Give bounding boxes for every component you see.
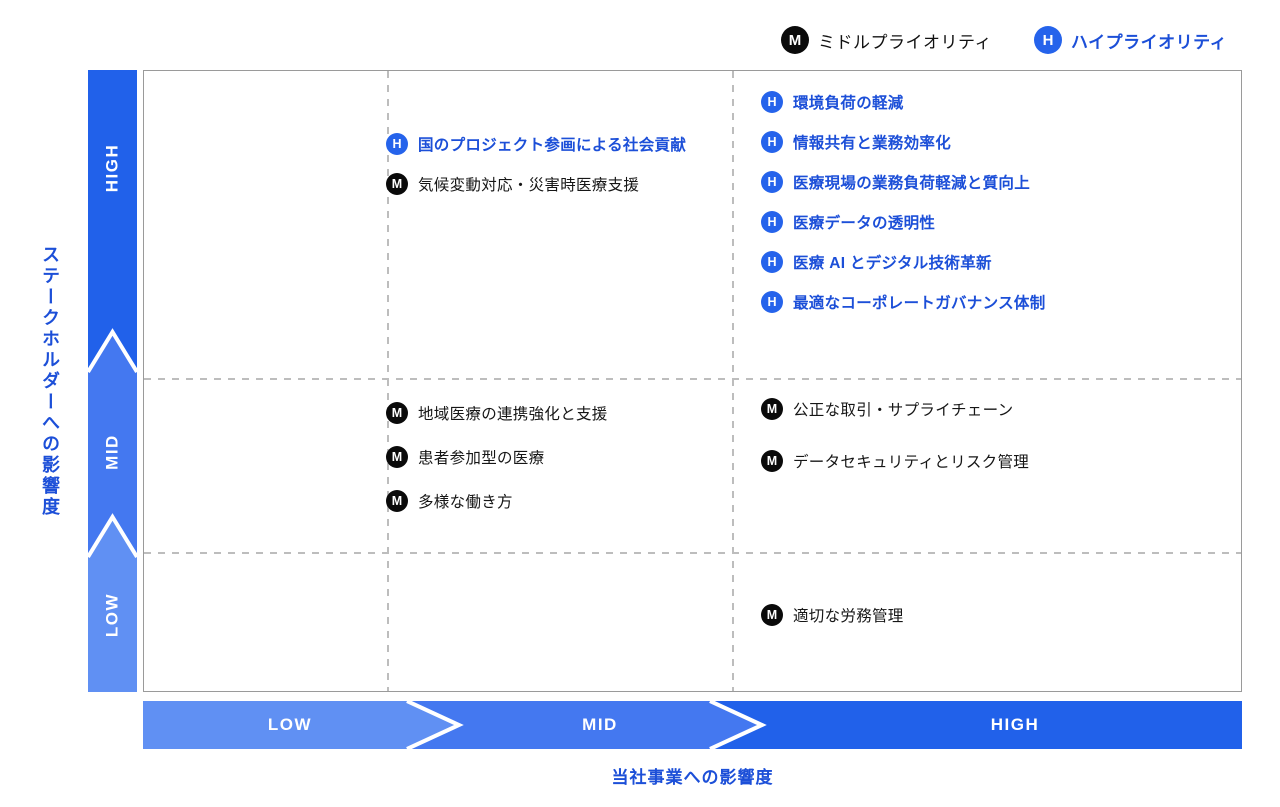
high-priority-badge: H <box>1034 26 1062 54</box>
high-priority-badge: H <box>761 211 783 233</box>
plot-area: H 国のプロジェクト参画による社会貢献 M 気候変動対応・災害時医療支援 H 環境負荷の… <box>143 70 1242 692</box>
high-priority-badge: H <box>761 291 783 313</box>
matrix-item-label: 医療 AI とデジタル技術革新 <box>793 255 992 272</box>
matrix-item-label: データセキュリティとリスク管理 <box>793 454 1030 471</box>
cluster-mid-x-high-y: H 国のプロジェクト参画による社会貢献 M 気候変動対応・災害時医療支援 <box>386 133 686 195</box>
x-axis-tick-mid: MID <box>582 715 618 734</box>
y-axis-tick-mid: MID <box>102 434 122 470</box>
y-axis-title: ステークホルダーへの影響度 <box>40 244 60 518</box>
legend-item-middle-priority: M ミドルプライオリティ <box>781 26 992 54</box>
matrix-item: H 医療 AI とデジタル技術革新 <box>761 251 1046 273</box>
matrix-item: H 環境負荷の軽減 <box>761 91 1046 113</box>
matrix-item: M 患者参加型の医療 <box>386 446 608 468</box>
cluster-high-x-mid-y: M 公正な取引・サプライチェーン M データセキュリティとリスク管理 <box>761 398 1029 472</box>
y-bar-chevron-lower-icon <box>86 513 139 559</box>
middle-priority-badge: M <box>386 173 408 195</box>
matrix-item-label: 適切な労務管理 <box>793 608 904 625</box>
high-priority-badge: H <box>761 91 783 113</box>
y-bar-segment-mid <box>88 332 137 570</box>
matrix-item-label: 医療データの透明性 <box>793 215 936 232</box>
grid-line-vertical-1 <box>387 71 389 691</box>
y-axis-arrow-svg <box>86 70 139 692</box>
x-axis-tick-low: LOW <box>267 715 313 734</box>
matrix-item-label: 公正な取引・サプライチェーン <box>793 402 1014 419</box>
legend-item-high-priority: H ハイプライオリティ <box>1034 26 1227 54</box>
matrix-item-label: 患者参加型の医療 <box>418 450 545 467</box>
matrix-item: M 多様な働き方 <box>386 490 608 512</box>
high-priority-badge: H <box>761 131 783 153</box>
y-bar-chevron-upper-icon <box>86 328 139 374</box>
x-bar-segment-low <box>143 701 459 749</box>
legend-label-middle-priority: ミドルプライオリティ <box>818 32 992 52</box>
grid-line-horizontal-1 <box>144 378 1241 380</box>
middle-priority-badge: M <box>386 402 408 424</box>
matrix-item: H 情報共有と業務効率化 <box>761 131 1046 153</box>
x-axis-title: 当社事業への影響度 <box>611 768 774 787</box>
matrix-item: M 公正な取引・サプライチェーン <box>761 398 1029 420</box>
y-axis-title-wrap: ステークホルダーへの影響度 <box>28 70 72 692</box>
middle-priority-badge: M <box>781 26 809 54</box>
matrix-item: H 最適なコーポレートガバナンス体制 <box>761 291 1046 313</box>
grid-line-horizontal-2 <box>144 552 1241 554</box>
cluster-mid-x-mid-y: M 地域医療の連携強化と支援 M 患者参加型の医療 M 多様な働き方 <box>386 402 608 512</box>
y-axis-tick-high: HIGH <box>102 143 122 193</box>
middle-priority-badge: M <box>761 398 783 420</box>
matrix-item: M 地域医療の連携強化と支援 <box>386 402 608 424</box>
middle-priority-badge: M <box>761 604 783 626</box>
matrix-item: M 気候変動対応・災害時医療支援 <box>386 173 686 195</box>
y-axis-arrow-bar: HIGH MID LOW <box>86 70 139 692</box>
high-priority-badge: H <box>761 171 783 193</box>
matrix-item: H 医療現場の業務負荷軽減と質向上 <box>761 171 1046 193</box>
matrix-item-label: 気候変動対応・災害時医療支援 <box>418 177 640 194</box>
matrix-item-label: 情報共有と業務効率化 <box>793 135 952 152</box>
middle-priority-badge: M <box>386 490 408 512</box>
matrix-item-label: 地域医療の連携強化と支援 <box>418 406 608 423</box>
x-axis-tick-high: HIGH <box>990 715 1040 734</box>
matrix-item-label: 国のプロジェクト参画による社会貢献 <box>418 137 687 154</box>
x-axis-arrow-bar: LOW MID HIGH <box>143 699 1242 751</box>
matrix-item: M データセキュリティとリスク管理 <box>761 450 1029 472</box>
x-bar-chevron-right-icon <box>709 699 767 751</box>
matrix-item-label: 最適なコーポレートガバナンス体制 <box>793 295 1046 312</box>
x-bar-segment-mid <box>407 701 762 749</box>
matrix-item: M 適切な労務管理 <box>761 604 904 626</box>
grid-line-vertical-2 <box>732 71 734 691</box>
x-axis-arrow-svg <box>143 699 1242 751</box>
middle-priority-badge: M <box>761 450 783 472</box>
y-axis-tick-low: LOW <box>102 592 122 638</box>
matrix-item: H 医療データの透明性 <box>761 211 1046 233</box>
matrix-item-label: 環境負荷の軽減 <box>793 95 904 112</box>
cluster-high-x-low-y: M 適切な労務管理 <box>761 604 904 626</box>
y-bar-segment-low <box>88 517 137 692</box>
middle-priority-badge: M <box>386 446 408 468</box>
cluster-high-x-high-y: H 環境負荷の軽減 H 情報共有と業務効率化 H 医療現場の業務負荷軽減と質向上 H 医療デー… <box>761 91 1046 313</box>
high-priority-badge: H <box>761 251 783 273</box>
legend-label-high-priority: ハイプライオリティ <box>1071 32 1228 52</box>
matrix-item: H 国のプロジェクト参画による社会貢献 <box>386 133 686 155</box>
high-priority-badge: H <box>386 133 408 155</box>
matrix-item-label: 多様な働き方 <box>418 494 513 511</box>
x-bar-chevron-left-icon <box>406 699 464 751</box>
matrix-item-label: 医療現場の業務負荷軽減と質向上 <box>793 175 1031 192</box>
